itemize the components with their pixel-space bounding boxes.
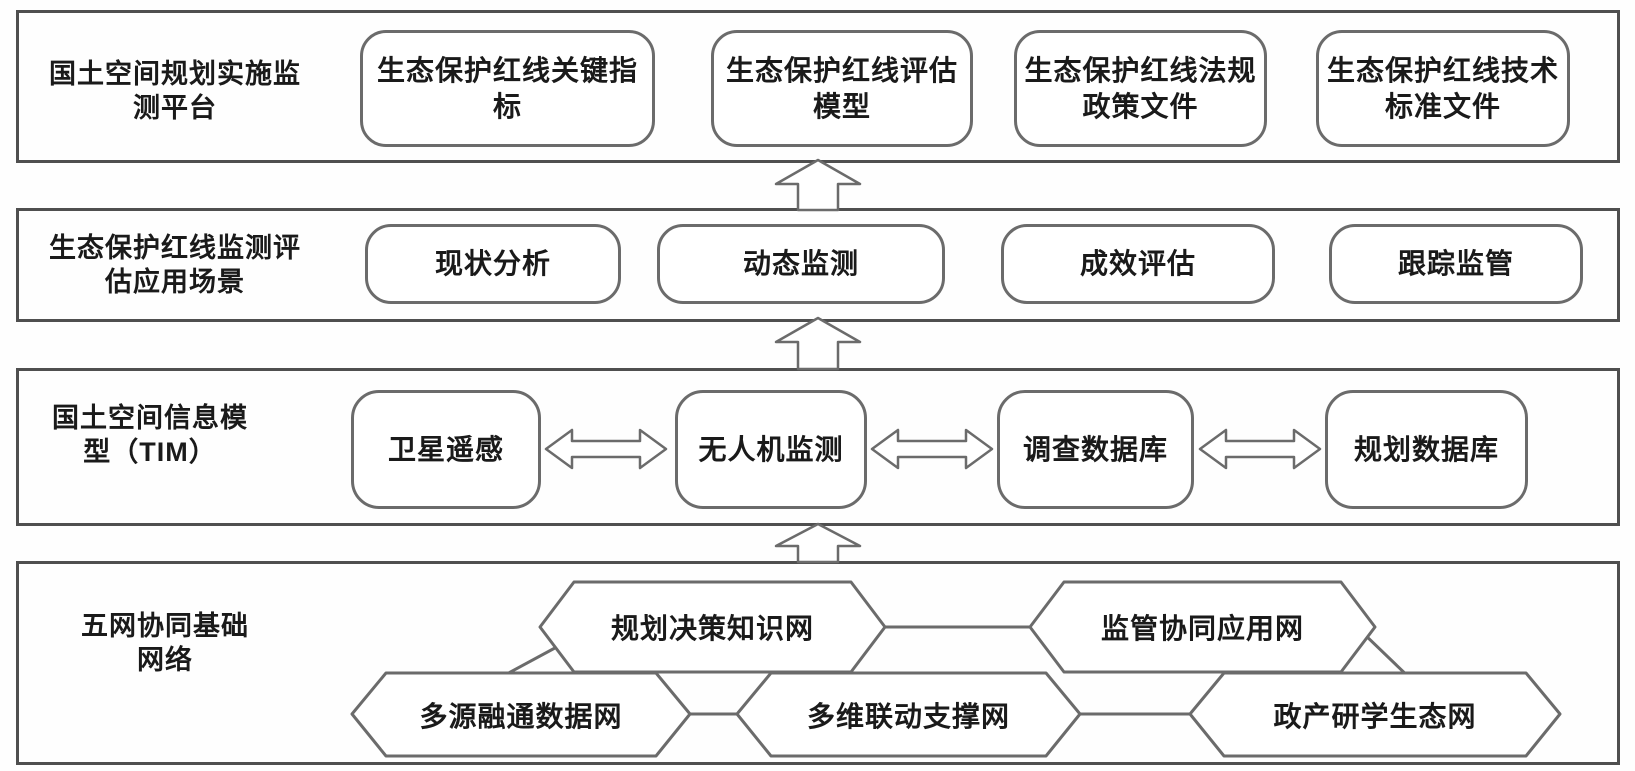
layer-label-territorial-information-model: 国土空间信息模 型（TIM） [52,403,248,467]
layer-label-five-network-base: 五网协同基础 网络 [81,611,249,675]
node-ecological-redline-key-indicators: 生态保护红线关键指标 [360,30,655,147]
up-arrow-icon [774,158,862,212]
hexagon-node-shape [735,671,1082,758]
node-satellite-remote-sensing: 卫星遥感 [351,390,541,509]
node-multisource-data-net: 多源融通数据网 [419,700,623,732]
double-arrow-icon [544,428,668,470]
node-multidimensional-support-net: 多维联动支撑网 [806,700,1010,732]
hexagon-node-shape [350,671,692,758]
up-arrow-icon [774,316,862,371]
layer-label-planning-monitoring-platform: 国土空间规划实施监 测平台 [49,59,301,123]
node-uav-monitoring: 无人机监测 [675,390,867,509]
node-status-analysis: 现状分析 [365,224,621,304]
up-arrow-icon [774,522,862,564]
layer-label-application-scenarios: 生态保护红线监测评 估应用场景 [49,233,301,297]
node-dynamic-monitoring: 动态监测 [657,224,945,304]
node-government-industry-research-ecology-net: 政产研学生态网 [1273,700,1477,732]
node-ecological-redline-regulation-policy-files: 生态保护红线法规 政策文件 [1014,30,1267,147]
node-supervision-collaboration-application-net: 监管协同应用网 [1100,613,1304,644]
node-planning-decision-knowledge-net: 规划决策知识网 [610,613,814,644]
node-ecological-redline-technical-standard-files: 生态保护红线技术 标准文件 [1316,30,1570,147]
node-survey-database: 调查数据库 [997,390,1194,509]
double-arrow-icon [1198,428,1322,470]
node-ecological-redline-assessment-model: 生态保护红线评估 模型 [711,30,973,147]
node-tracking-supervision: 跟踪监管 [1329,224,1583,304]
double-arrow-icon [870,428,994,470]
node-effectiveness-evaluation: 成效评估 [1001,224,1275,304]
node-planning-database: 规划数据库 [1325,390,1528,509]
hexagon-node-shape [1188,671,1562,758]
hexagon-node-shape [1028,580,1377,674]
